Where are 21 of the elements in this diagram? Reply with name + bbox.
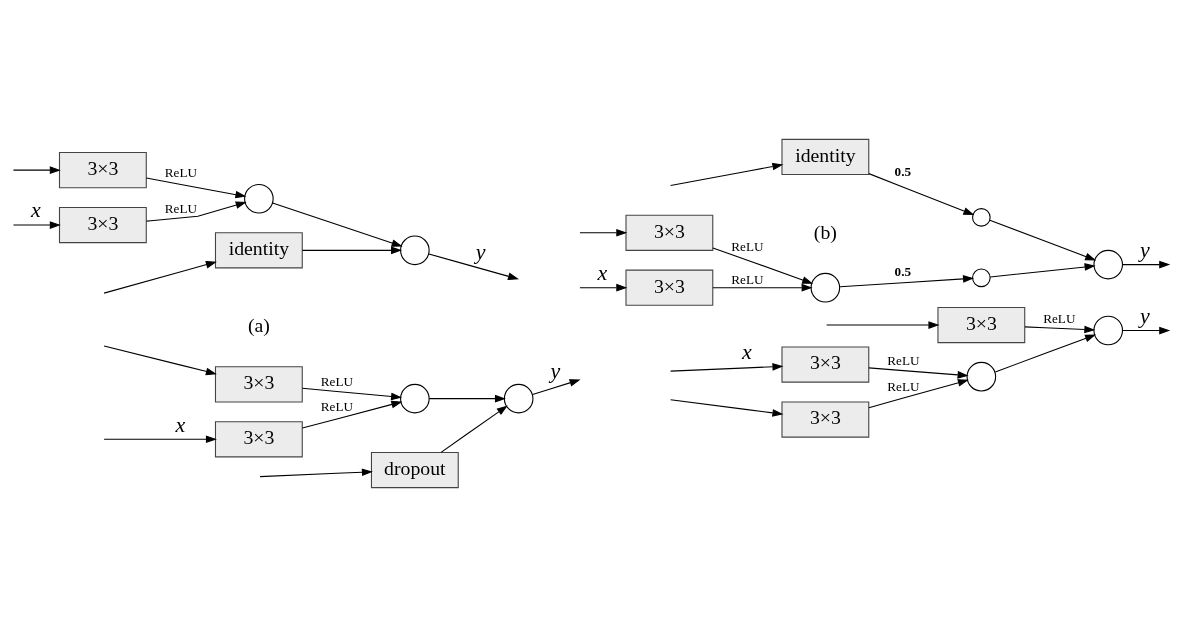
edge-label: ReLU [320, 374, 353, 390]
edge-label: x [597, 260, 608, 285]
edge-label: 0.5 [894, 164, 912, 180]
edge-label: ReLU [731, 271, 764, 287]
edge-label: y [1140, 236, 1150, 262]
edge-label: ReLU [1043, 311, 1076, 327]
edge-label: y [1140, 302, 1150, 328]
edge-label: ReLU [320, 399, 353, 415]
edge-label: ReLU [887, 378, 920, 394]
edge-label: ReLU [164, 165, 197, 181]
label: (a) [247, 314, 270, 337]
edge-label: ReLU [731, 239, 764, 254]
edge-label: x [175, 411, 186, 437]
edge-label: 0.5 [894, 264, 912, 280]
edge-label: x [741, 339, 752, 365]
label: (b) [813, 220, 837, 243]
edge-label: y [550, 357, 561, 383]
edge-label: ReLU [164, 200, 197, 216]
edge-label: ReLU [887, 353, 920, 369]
edge-label: y [475, 239, 486, 265]
edge-label: x [30, 197, 41, 223]
